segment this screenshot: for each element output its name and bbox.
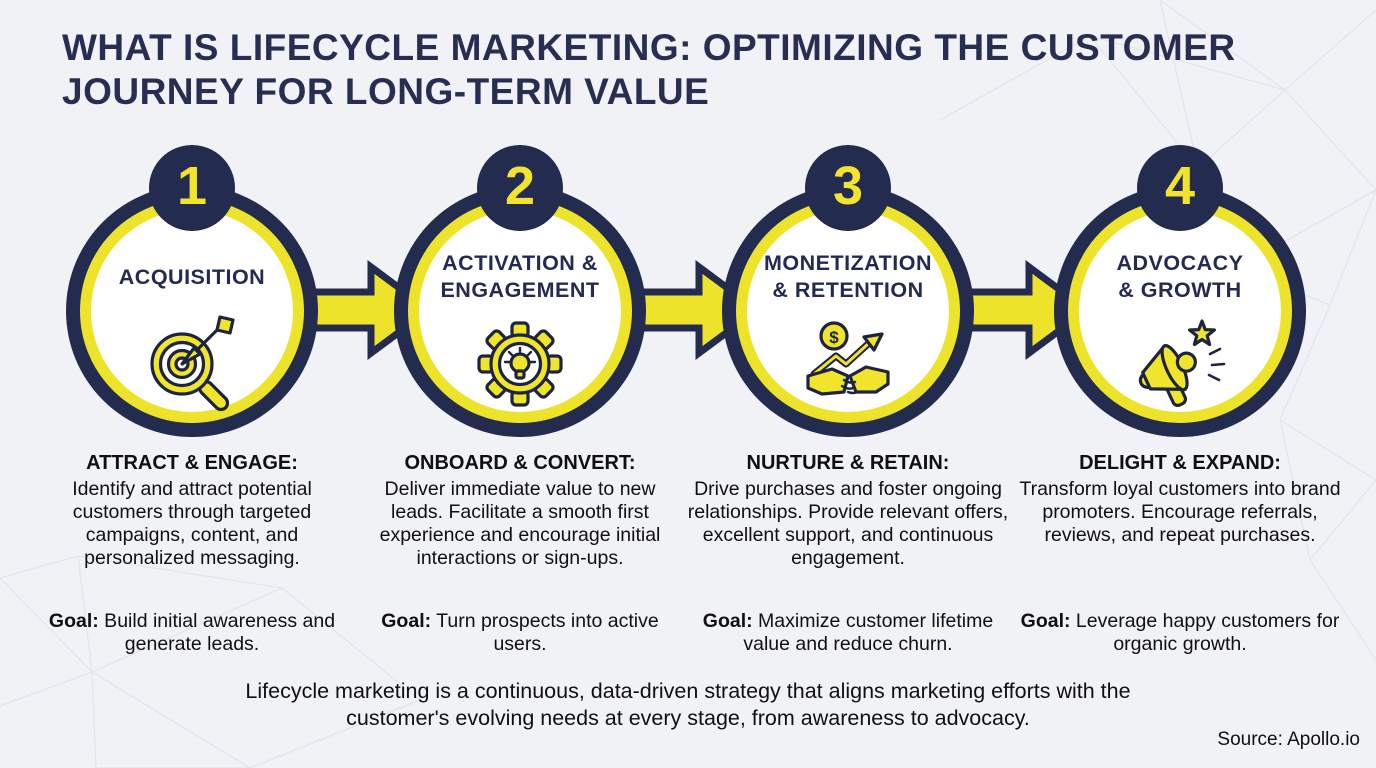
stage-1-label: ACQUISITION	[118, 264, 266, 289]
stage-2-activation-engagement: 2 ACTIVATION &ENGAGEMENT	[394, 145, 646, 437]
stage-1-heading: ATTRACT & ENGAGE:	[86, 452, 298, 474]
page-title: WHAT IS LIFECYCLE MARKETING: OPTIMIZING …	[62, 27, 1236, 112]
stage-1-circle: ACQUISITION	[80, 199, 304, 423]
stage-1-description: ATTRACT & ENGAGE: Identify and attract p…	[31, 452, 353, 656]
stage-1-goal: Goal: Build initial awareness and genera…	[48, 610, 336, 655]
svg-text:$: $	[829, 328, 839, 347]
stage-1-acquisition: 1 ACQUISITION	[66, 145, 318, 437]
stage-2-number-badge: 2	[477, 145, 563, 231]
handshake-growth-icon: $	[806, 321, 890, 396]
gear-lightbulb-icon	[477, 321, 563, 407]
arrow-right-icon	[939, 260, 1089, 360]
stage-2-label: ACTIVATION &ENGAGEMENT	[440, 251, 600, 302]
stage-3-body: Drive purchases and foster ongoing relat…	[687, 478, 1009, 569]
stage-number: 2	[504, 156, 536, 216]
stage-3-description: NURTURE & RETAIN: Drive purchases and fo…	[687, 452, 1009, 656]
stage-4-description: DELIGHT & EXPAND: Transform loyal custom…	[1019, 452, 1341, 656]
stage-4-circle: ADVOCACY& GROWTH	[1068, 199, 1292, 423]
stage-3-monetization-retention: 3 MONETIZATION& RETENTION $	[722, 145, 974, 437]
stage-number: 1	[176, 156, 208, 216]
stage-3-label: MONETIZATION& RETENTION	[763, 251, 933, 302]
stage-4-heading: DELIGHT & EXPAND:	[1079, 452, 1281, 474]
stage-2-circle: ACTIVATION &ENGAGEMENT	[408, 199, 632, 423]
stage-4-goal: Goal: Leverage happy customers for organ…	[1020, 610, 1340, 655]
stage-2-body: Deliver immediate value to new leads. Fa…	[379, 478, 661, 569]
stage-2-heading: ONBOARD & CONVERT:	[404, 452, 636, 474]
stage-4-number-badge: 4	[1137, 145, 1223, 231]
stage-2-goal: Goal: Turn prospects into active users.	[381, 610, 659, 655]
stage-3-heading: NURTURE & RETAIN:	[746, 452, 950, 474]
stage-4-label: ADVOCACY& GROWTH	[1116, 251, 1244, 302]
stage-4-body: Transform loyal customers into brand pro…	[1019, 478, 1341, 546]
stages-row: 1 ACQUISITION	[0, 145, 1376, 445]
stage-3-goal: Goal: Maximize customer lifetime value a…	[702, 610, 994, 655]
summary-text: Lifecycle marketing is a continuous, dat…	[245, 679, 1131, 730]
stage-number: 4	[1164, 156, 1196, 216]
stage-4-advocacy-growth: 4 ADVOCACY& GROWTH	[1054, 145, 1306, 437]
stage-1-number-badge: 1	[149, 145, 235, 231]
stage-2-description: ONBOARD & CONVERT: Deliver immediate val…	[359, 452, 681, 656]
source-attribution: Source: Apollo.io	[1217, 729, 1360, 750]
stage-1-body: Identify and attract potential customers…	[72, 478, 312, 569]
stage-number: 3	[832, 156, 864, 216]
stage-3-circle: MONETIZATION& RETENTION $	[736, 199, 960, 423]
megaphone-star-icon	[1138, 319, 1226, 407]
stage-3-number-badge: 3	[805, 145, 891, 231]
target-magnifier-icon	[150, 315, 235, 412]
